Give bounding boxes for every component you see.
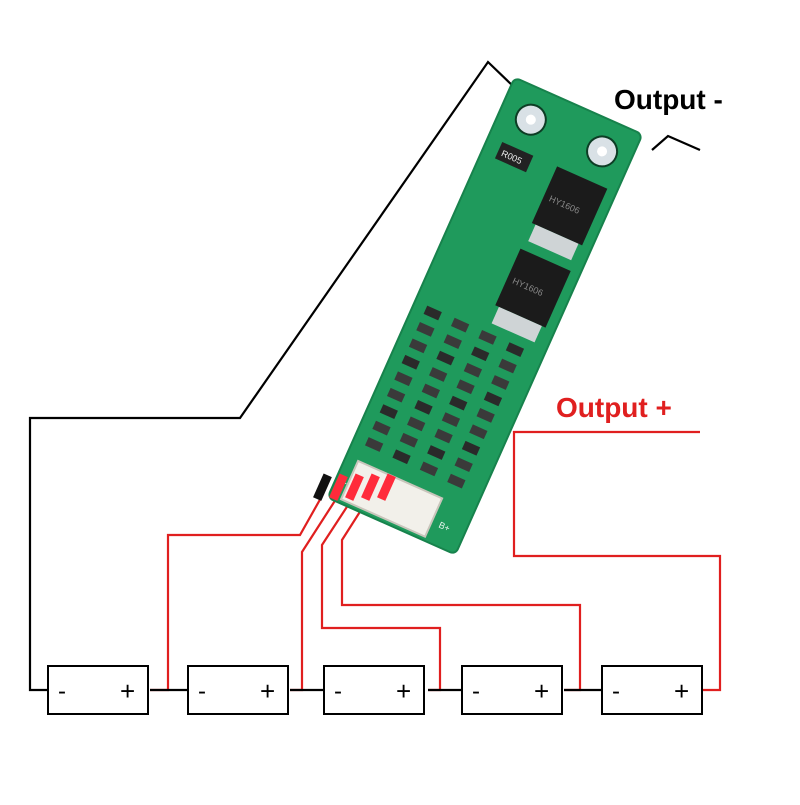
- connector-pin: [329, 473, 348, 501]
- battery-body: [601, 665, 703, 715]
- smd-component: [498, 358, 517, 374]
- battery-positive-terminal: +: [534, 676, 549, 706]
- smd-component: [394, 371, 413, 387]
- balance-wire-1: [150, 495, 323, 692]
- smd-component: [471, 346, 490, 362]
- battery-body: [323, 665, 425, 715]
- output-positive-pad-hole: [597, 146, 608, 157]
- smd-component: [429, 367, 448, 382]
- mosfet-2-tab: [491, 306, 542, 343]
- connector-pin: [345, 473, 364, 501]
- battery-body: [187, 665, 289, 715]
- smd-component: [447, 473, 466, 489]
- battery-cells: -+-+-+-+-+: [47, 665, 703, 715]
- smd-component: [408, 338, 428, 354]
- smd-component: [414, 400, 433, 415]
- battery-positive-terminal: +: [120, 676, 135, 706]
- output-negative-label: Output -: [614, 84, 723, 115]
- smd-component: [505, 342, 525, 357]
- battery-cell: -+: [323, 665, 425, 715]
- smd-component: [392, 449, 411, 465]
- smd-component: [491, 375, 510, 390]
- smd-component: [419, 461, 439, 477]
- output-positive-wire: [512, 430, 722, 692]
- battery-negative-terminal: -: [198, 678, 206, 705]
- smd-component: [386, 387, 406, 403]
- battery-negative-terminal: -: [334, 678, 342, 705]
- connector-pin: [361, 473, 380, 501]
- battery-body: [47, 665, 149, 715]
- balance-wire-2: [290, 495, 339, 692]
- smd-component: [436, 350, 455, 366]
- connector-pin: [313, 473, 332, 501]
- battery-cell: -+: [601, 665, 703, 715]
- smd-component: [399, 432, 419, 448]
- smd-component: [476, 407, 495, 423]
- smd-component: [441, 412, 461, 427]
- smd-component: [478, 330, 497, 345]
- battery-negative-terminal: -: [58, 678, 66, 705]
- smd-component: [423, 305, 442, 321]
- output-negative-pad-hole: [525, 114, 536, 125]
- bms-pcb-board: R005 HY1606 HY1606 B- B+: [328, 78, 642, 554]
- smd-components: [365, 305, 525, 489]
- smd-component: [365, 437, 384, 452]
- battery-body: [461, 665, 563, 715]
- battery-negative-terminal: -: [612, 678, 620, 705]
- smd-component: [461, 440, 481, 456]
- output-negative-wire: [28, 60, 541, 692]
- wires: [28, 60, 722, 692]
- mosfet-1-tab: [528, 224, 579, 261]
- smd-component: [449, 395, 468, 411]
- connector-pins: [313, 473, 396, 501]
- smd-component: [401, 354, 420, 370]
- smd-component: [379, 404, 398, 419]
- battery-positive-terminal: +: [674, 676, 689, 706]
- battery-cell: -+: [187, 665, 289, 715]
- connector-pin: [377, 473, 396, 501]
- smd-component: [469, 424, 488, 440]
- mosfet-1: [531, 166, 608, 246]
- smd-component: [483, 391, 503, 407]
- smd-component: [454, 457, 473, 473]
- smd-component: [434, 428, 453, 444]
- smd-component: [416, 322, 435, 337]
- battery-cell: -+: [461, 665, 563, 715]
- output-negative-leader: [651, 134, 701, 152]
- battery-cell: -+: [47, 665, 149, 715]
- smd-component: [450, 317, 470, 333]
- smd-component: [421, 383, 440, 399]
- mosfet-2: [495, 248, 571, 328]
- b-plus-label: B+: [437, 520, 451, 534]
- smd-component: [456, 379, 475, 395]
- smd-component: [372, 420, 391, 436]
- shunt-resistor: [494, 141, 534, 173]
- smd-component: [407, 416, 426, 432]
- battery-positive-terminal: +: [260, 676, 275, 706]
- smd-component: [443, 334, 462, 349]
- battery-negative-terminal: -: [472, 678, 480, 705]
- output-positive-label: Output +: [556, 392, 672, 423]
- smd-component: [463, 362, 483, 378]
- balance-connector: [339, 459, 444, 539]
- battery-positive-terminal: +: [396, 676, 411, 706]
- smd-component: [427, 445, 446, 460]
